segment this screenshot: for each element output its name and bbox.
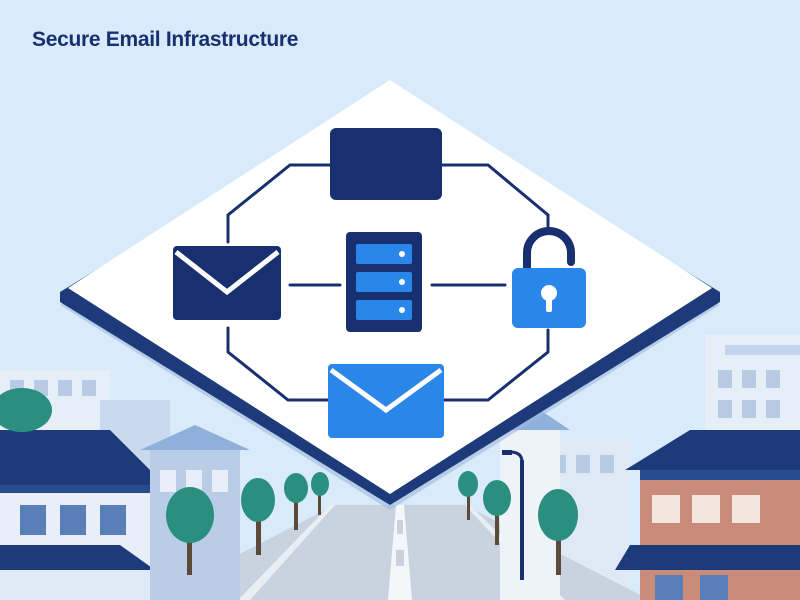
- envelope-icon: [328, 364, 444, 438]
- bottom-email-node: [328, 364, 444, 438]
- top-window-node: [330, 128, 442, 200]
- diagram-connectors: [226, 163, 550, 402]
- page-title: Secure Email Infrastructure: [32, 28, 299, 51]
- left-email-node: [173, 246, 281, 320]
- tree-left-1: [166, 487, 214, 575]
- envelope-icon: [173, 246, 281, 320]
- tree-left-bush: [0, 388, 52, 432]
- left-middle-building: [140, 425, 250, 600]
- browser-window-icon: [330, 128, 442, 200]
- connector-top-left: [226, 163, 332, 244]
- tree-left-4: [311, 472, 329, 515]
- connector-bottom-left: [226, 326, 330, 402]
- street-lamp: [502, 450, 524, 580]
- left-traditional-house: [0, 430, 165, 600]
- center-server-node: [346, 232, 422, 332]
- server-stack-icon: [346, 232, 422, 332]
- tree-right-3: [538, 489, 578, 575]
- tree-left-2: [241, 478, 275, 555]
- connector-bottom-right: [442, 328, 550, 402]
- tree-right-2: [483, 480, 511, 545]
- tree-right-1: [458, 471, 478, 520]
- right-lock-node: [512, 227, 586, 328]
- connector-top-right: [440, 163, 550, 234]
- padlock-icon: [512, 227, 586, 328]
- right-traditional-house: [615, 430, 800, 600]
- tree-left-3: [284, 473, 308, 530]
